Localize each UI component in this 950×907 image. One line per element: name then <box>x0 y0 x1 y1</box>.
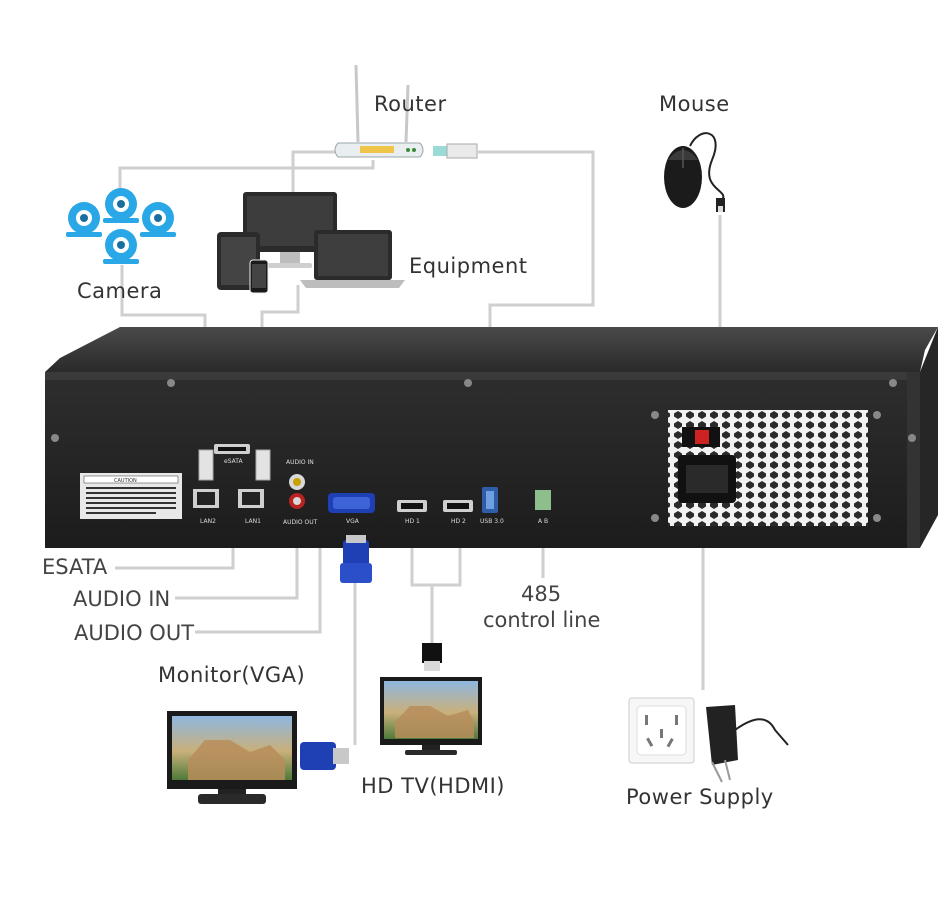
hdmi-plug-icon <box>422 643 442 671</box>
audio-in-label: AUDIO IN <box>73 587 171 611</box>
port-label-esata: eSATA <box>224 458 243 465</box>
equipment-icons <box>217 192 405 294</box>
audio-out-label: AUDIO OUT <box>74 621 195 645</box>
hd-tv-icon <box>380 677 482 755</box>
router-icon <box>334 64 478 159</box>
port-label-lan1: LAN1 <box>245 518 261 525</box>
port-label-lan2: LAN2 <box>200 518 216 525</box>
mouse-icon <box>664 132 725 212</box>
camera-label: Camera <box>77 279 163 303</box>
mouse-label: Mouse <box>659 92 730 116</box>
caution-label: CAUTION <box>114 478 137 484</box>
camera-icons <box>66 188 176 264</box>
port-label-hd2: HD 2 <box>451 518 466 525</box>
port-label-vga: VGA <box>346 518 360 525</box>
port-label-hd1: HD 1 <box>405 518 420 525</box>
vga-connector-icon <box>340 535 372 583</box>
router-camera-cable <box>118 160 375 205</box>
equipment-label: Equipment <box>409 254 528 278</box>
router-label: Router <box>374 92 447 116</box>
vga-monitor-icon <box>167 711 349 804</box>
monitor-vga-label: Monitor(VGA) <box>158 663 306 687</box>
port-label-audio-in: AUDIO IN <box>286 459 314 466</box>
esata-label: ESATA <box>42 555 108 579</box>
hdmi-split-cable <box>410 522 462 587</box>
port-label-ab: A B <box>538 518 548 525</box>
control-485-label-line2: control line <box>483 608 601 632</box>
port-label-usb: USB 3.0 <box>480 518 504 525</box>
power-supply-icon <box>628 697 789 783</box>
control-485-label-line1: 485 <box>521 582 562 606</box>
nvr-device: LAN2 eSATA LAN1 AUDIO IN AUDIO OUT VGA H… <box>45 327 938 548</box>
port-label-audio-out: AUDIO OUT <box>283 519 318 526</box>
router-equipment-cable <box>291 150 355 195</box>
hd-tv-label: HD TV(HDMI) <box>361 774 505 798</box>
power-supply-label: Power Supply <box>626 785 774 809</box>
